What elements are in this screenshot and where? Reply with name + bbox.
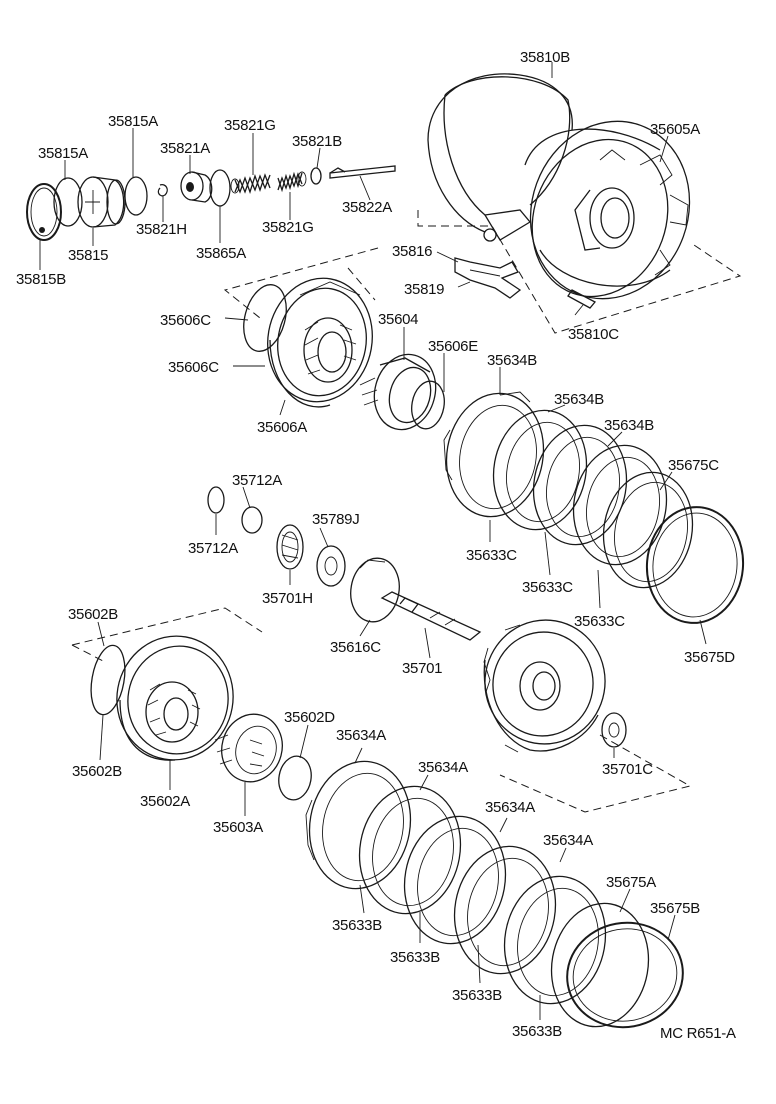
label-35634B-3: 35634B [604,417,654,434]
label-35701H: 35701H [262,590,313,607]
shaft-35701 [380,591,606,753]
label-35675B: 35675B [650,900,700,917]
label-35819: 35819 [404,281,444,298]
label-35604: 35604 [378,311,418,328]
label-35634A-3: 35634A [485,799,535,816]
label-35821G: 35821G [224,117,276,134]
label-35701: 35701 [402,660,442,677]
label-35633B-4: 35633B [512,1023,562,1040]
clutch-pack-lower [305,760,684,1029]
label-35821G-2: 35821G [262,219,314,236]
label-35606A: 35606A [257,419,307,436]
assembly-group-outlines [71,210,742,813]
label-35633C: 35633C [466,547,517,564]
bearing-35701H [276,524,304,570]
label-35815A: 35815A [108,113,158,130]
rings-35712A [207,486,263,534]
label-35634B-2: 35634B [554,391,604,408]
label-35633B-3: 35633B [452,987,502,1004]
label-35634B: 35634B [487,352,537,369]
label-35675C: 35675C [668,457,719,474]
label-35633C-2: 35633C [522,579,573,596]
bearing-35603A [214,713,283,783]
label-35810C: 35810C [568,326,619,343]
clutch-drum-35602A [90,635,234,761]
label-35789J: 35789J [312,511,359,528]
bearing-35604 [359,353,437,431]
washer-35789J [316,545,346,587]
label-35606C: 35606C [160,312,211,329]
label-35822A: 35822A [342,199,392,216]
plate-35816-35819 [454,257,522,299]
label-35815: 35815 [68,247,108,264]
label-35675A: 35675A [606,874,656,891]
label-35816: 35816 [392,243,432,260]
leader-lines [39,62,707,1020]
label-35634A: 35634A [336,727,386,744]
piston-assembly-top [26,165,396,241]
label-35633B-2: 35633B [390,949,440,966]
label-35606E: 35606E [428,338,478,355]
clutch-pack-upper [443,391,745,624]
label-35865A: 35865A [196,245,246,262]
ring-35616C [350,557,400,623]
label-35634A-4: 35634A [543,832,593,849]
label-35633B: 35633B [332,917,382,934]
washer-35701C [601,712,627,748]
label-35815A-2: 35815A [38,145,88,162]
clutch-drum-35606A [243,277,373,408]
label-35634A-2: 35634A [418,759,468,776]
pin-35810C [567,289,597,309]
label-35603A: 35603A [213,819,263,836]
label-35821A: 35821A [160,140,210,157]
label-35602A: 35602A [140,793,190,810]
label-35675D: 35675D [684,649,735,666]
part-labels: 35810B 35605A 35815A 35821G 35815A 35821… [16,49,736,1042]
label-35602B-2: 35602B [72,763,122,780]
label-35815B: 35815B [16,271,66,288]
label-35633C-3: 35633C [574,613,625,630]
drum-35605A [524,120,691,300]
label-35602B: 35602B [68,606,118,623]
label-35821B: 35821B [292,133,342,150]
label-35712A-2: 35712A [188,540,238,557]
label-35712A: 35712A [232,472,282,489]
ring-35602D [278,755,312,801]
label-35821H: 35821H [136,221,187,238]
ring-35606E [411,380,445,430]
diagram-code: MC R651-A [660,1025,736,1042]
label-35616C: 35616C [330,639,381,656]
label-35602D: 35602D [284,709,335,726]
label-35606C-2: 35606C [168,359,219,376]
label-35810B: 35810B [520,49,570,66]
label-35605A: 35605A [650,121,700,138]
label-35701C: 35701C [602,761,653,778]
